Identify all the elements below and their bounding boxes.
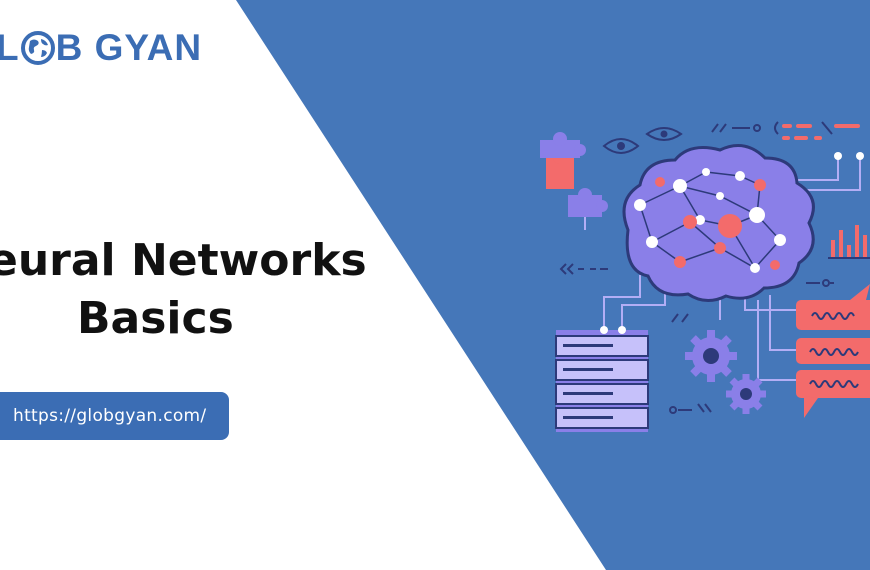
server-icon	[555, 326, 649, 432]
website-url-text: https://globgyan.com/	[13, 406, 207, 426]
brand-logo-text-right: B GYAN	[55, 27, 203, 68]
brain-icon	[622, 144, 815, 302]
brand-logo-text-left: L	[0, 27, 20, 68]
title-line-1: eural Networks	[0, 235, 367, 286]
page-title: eural Networks Basics	[0, 232, 440, 348]
website-url-button[interactable]: https://globgyan.com/	[0, 392, 229, 440]
brand-logo: L B GYAN	[0, 26, 202, 70]
eye-icon	[645, 127, 683, 141]
code-dashes	[782, 124, 860, 140]
chat-bubble-icon	[796, 370, 870, 418]
puzzle-icon	[540, 132, 586, 189]
globe-icon	[20, 31, 55, 65]
arrow-marks	[559, 263, 834, 414]
gear-icon	[685, 330, 737, 382]
gear-icon	[726, 374, 766, 414]
chat-bubble-icon	[796, 284, 870, 330]
bar-chart-icon	[831, 225, 867, 258]
chat-bubble-icon	[796, 338, 870, 364]
code-symbols	[711, 121, 833, 135]
eye-icon	[602, 138, 640, 154]
title-line-2: Basics	[77, 293, 234, 344]
puzzle-icon	[568, 188, 608, 217]
